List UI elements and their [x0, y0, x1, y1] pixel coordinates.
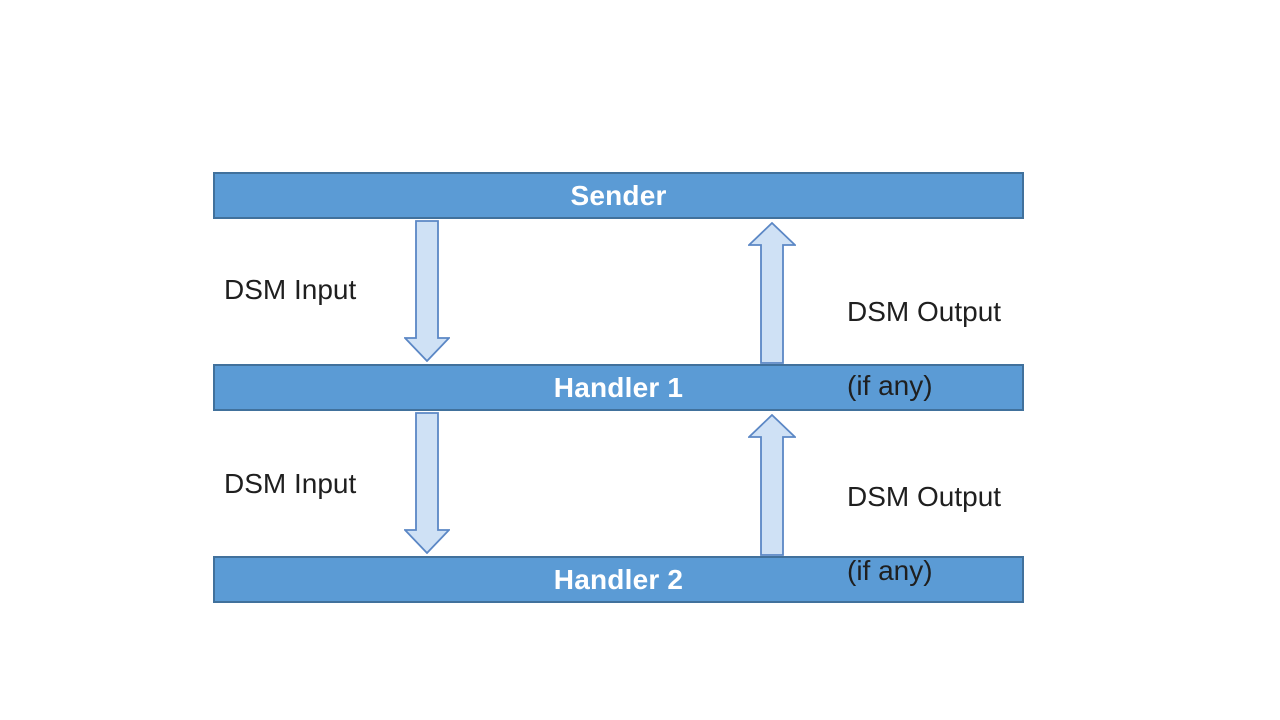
label-dsm-input-top: DSM Input: [224, 274, 357, 305]
down-arrow-shape: [404, 412, 450, 554]
up-arrow-shape: [748, 222, 796, 364]
down-arrow-sender-to-handler1-icon: [404, 220, 450, 362]
down-arrow-handler1-to-handler2-icon: [404, 412, 450, 554]
label-dsm-output-top-line2: (if any): [847, 370, 933, 401]
label-dsm-input-bottom: DSM Input: [224, 468, 357, 499]
up-arrow-handler1-to-sender-icon: [748, 222, 796, 364]
node-handler2-label: Handler 2: [553, 563, 684, 595]
up-arrow-handler2-to-handler1-icon: [748, 414, 796, 556]
node-handler2: Handler 2: [213, 556, 1024, 603]
node-handler1: Handler 1: [213, 364, 1024, 411]
label-dsm-output-bottom: DSM Output (if any): [847, 441, 1001, 626]
label-dsm-output-bottom-line1: DSM Output: [847, 481, 1002, 512]
node-sender-label: Sender: [570, 179, 667, 211]
label-dsm-output-bottom-line2: (if any): [847, 555, 933, 586]
label-dsm-output-top: DSM Output (if any): [847, 256, 1001, 441]
up-arrow-shape: [748, 414, 796, 556]
node-handler1-label: Handler 1: [553, 371, 684, 403]
label-dsm-output-top-line1: DSM Output: [847, 296, 1002, 327]
node-sender: Sender: [213, 172, 1024, 219]
down-arrow-shape: [404, 220, 450, 362]
